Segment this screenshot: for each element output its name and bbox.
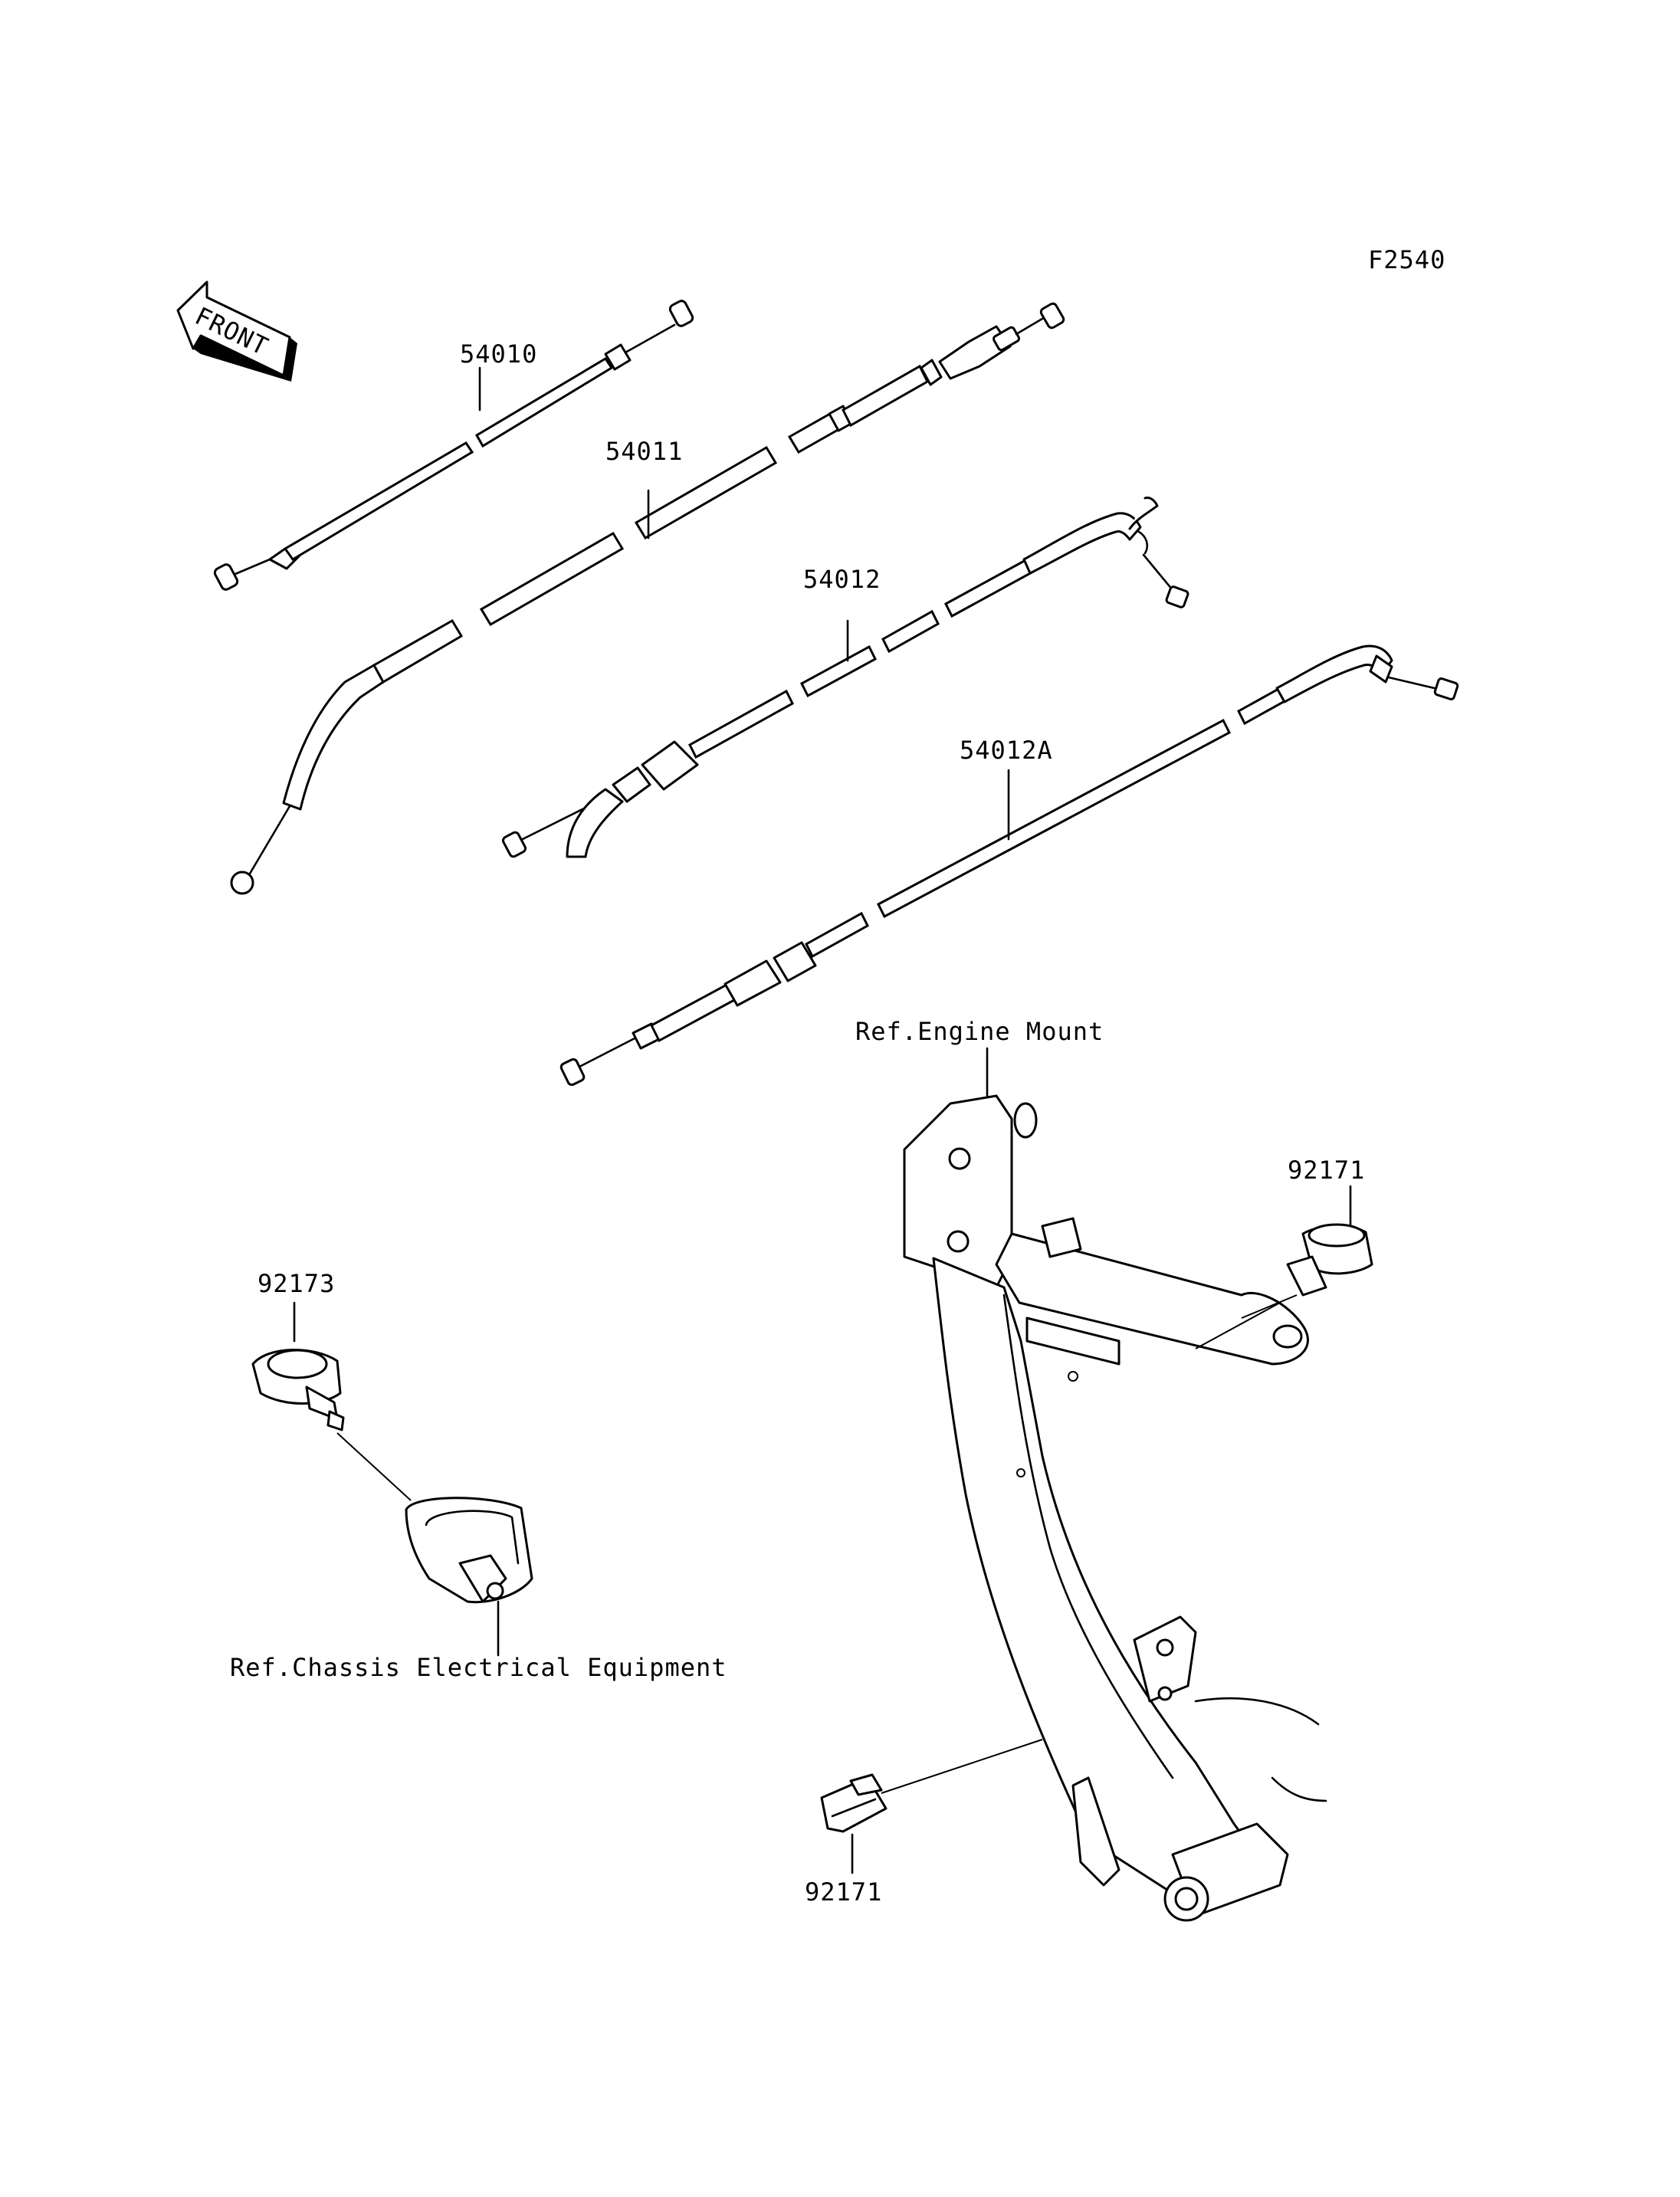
chassis-clip: Ref.Chassis Electrical Equipment	[230, 1497, 727, 1682]
label-92173: 92173	[258, 1269, 335, 1298]
cable-54010: 54010	[213, 300, 694, 591]
label-92171-lower: 92171	[805, 1877, 882, 1907]
ref-chassis-electrical-label: Ref.Chassis Electrical Equipment	[230, 1653, 727, 1682]
figure-code: F2540	[1368, 245, 1445, 274]
cable-54012: 54012	[501, 497, 1189, 858]
label-92171-upper: 92171	[1288, 1156, 1365, 1185]
holder-92171-lower: 92171	[805, 1739, 1043, 1907]
label-54012a: 54012A	[960, 736, 1053, 765]
label-54012: 54012	[803, 565, 881, 594]
cable-54012a: 54012A	[559, 644, 1459, 1087]
engine-mount-frame: Ref.Engine Mount	[855, 1017, 1327, 1922]
holder-92171-upper: 92171	[1195, 1156, 1373, 1349]
ref-engine-mount-label: Ref.Engine Mount	[855, 1017, 1104, 1046]
front-arrow-icon: FRONT	[176, 280, 297, 382]
cable-54011: 54011	[230, 302, 1065, 895]
label-54010: 54010	[460, 339, 537, 369]
holder-92173: 92173	[251, 1269, 412, 1501]
label-54011: 54011	[605, 437, 683, 466]
